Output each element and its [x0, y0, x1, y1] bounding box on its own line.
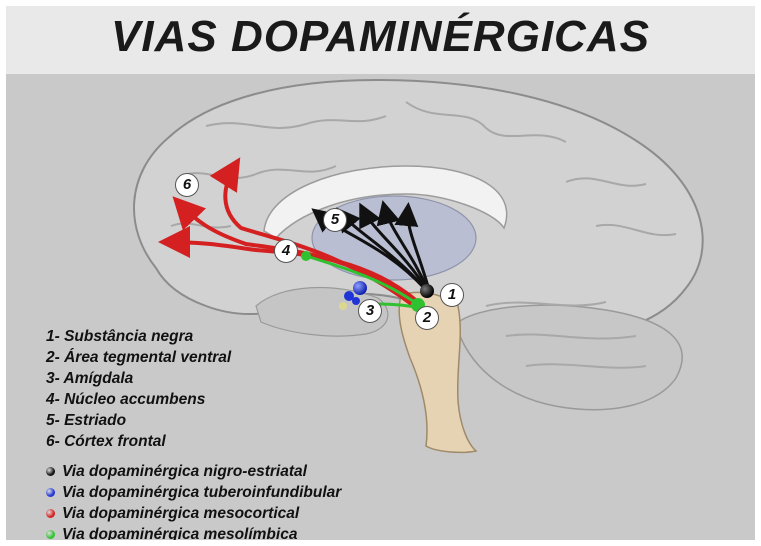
legend-label: Via dopaminérgica mesolímbica [62, 524, 297, 540]
marker-3: 3 [358, 299, 382, 323]
pathway-legend: Via dopaminérgica nigro-estriatal Via do… [46, 461, 341, 540]
legend-item: Via dopaminérgica mesolímbica [46, 524, 341, 540]
legend-item: Via dopaminérgica mesocortical [46, 503, 341, 524]
legend-dot [46, 530, 55, 539]
brain-diagram [6, 6, 755, 540]
legend-item: Via dopaminérgica nigro-estriatal [46, 461, 341, 482]
nucleus-accumbens-node [301, 251, 311, 261]
structure-item: 4- Núcleo accumbens [46, 389, 231, 410]
marker-2: 2 [415, 306, 439, 330]
structure-item: 5- Estriado [46, 410, 231, 431]
structure-item: 1- Substância negra [46, 326, 231, 347]
cerebellum [456, 305, 682, 410]
marker-6: 6 [175, 173, 199, 197]
legend-dot [46, 509, 55, 518]
marker-5: 5 [323, 208, 347, 232]
legend-dot [46, 467, 55, 476]
marker-4: 4 [274, 239, 298, 263]
structure-item: 6- Córtex frontal [46, 431, 231, 452]
legend-label: Via dopaminérgica mesocortical [62, 503, 299, 524]
legend-dot [46, 488, 55, 497]
structure-item: 2- Área tegmental ventral [46, 347, 231, 368]
diagram-frame: VIAS DOPAMINÉRGICAS [6, 6, 755, 540]
legend-label: Via dopaminérgica nigro-estriatal [62, 461, 307, 482]
legend-item: Via dopaminérgica tuberoinfundibular [46, 482, 341, 503]
structure-item: 3- Amígdala [46, 368, 231, 389]
marker-1: 1 [440, 283, 464, 307]
structure-list: 1- Substância negra 2- Área tegmental ve… [46, 326, 231, 452]
legend-label: Via dopaminérgica tuberoinfundibular [62, 482, 341, 503]
substantia-nigra-node [420, 284, 434, 298]
